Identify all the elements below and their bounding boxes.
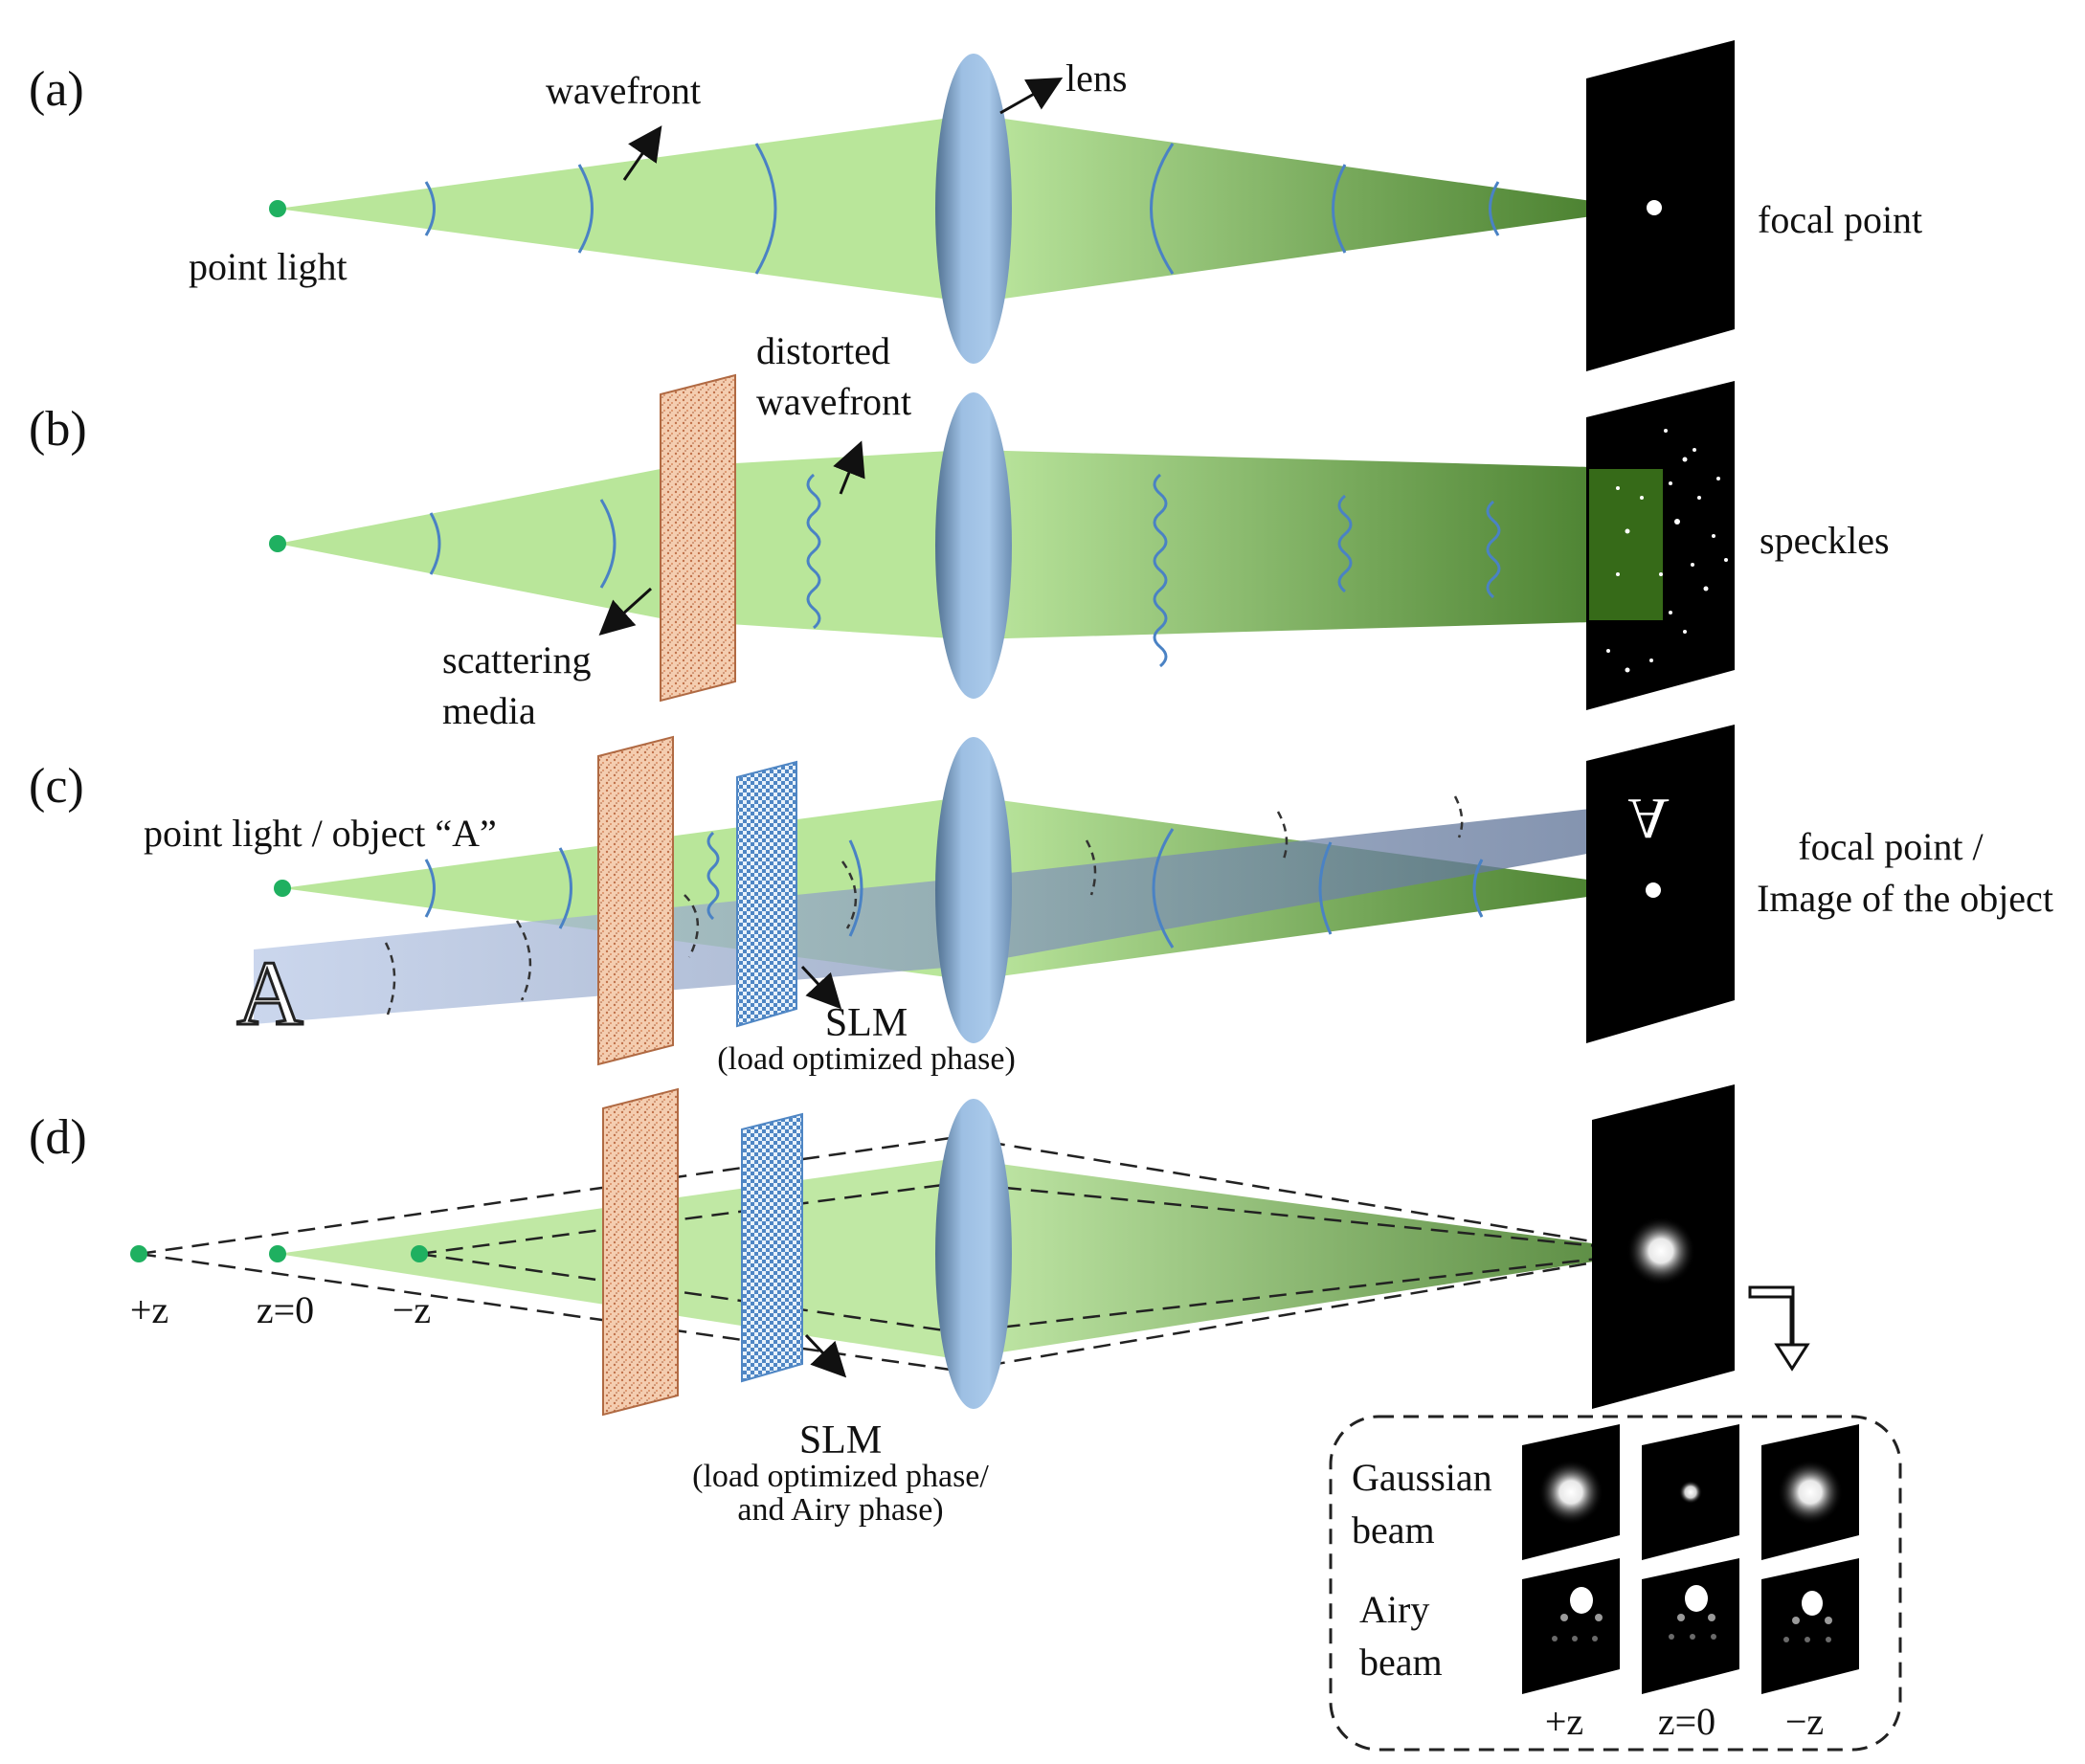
object-wavefronts-c [384,795,1464,1016]
glow-spot-d [1626,1217,1695,1285]
lens-b [935,392,1012,699]
beam-comparison-inset: Gaussian beam Airy beam [1329,1415,1902,1752]
slm-label-c: SLM [825,1001,908,1045]
distorted-wave-3 [1337,494,1353,593]
lens-arrow-a [999,78,1064,115]
point-light-b [269,535,286,552]
focal-point-c [1646,882,1661,898]
speckles-label: speckles [1760,519,1890,562]
lens-label-a: lens [1065,56,1127,100]
airy-label-2: beam [1359,1641,1443,1684]
wavefront-label-a: wavefront [546,69,701,112]
scattering-label-2: media [442,689,536,732]
gaussian-row [1522,1424,1859,1560]
result-label-c-2: Image of the object [1757,877,2053,920]
airy-label-1: Airy [1359,1588,1429,1631]
slm-d [741,1112,803,1383]
lens-c [935,737,1012,1043]
slm-note-d-2: and Airy phase) [737,1492,943,1528]
panel-a-tag: (a) [29,62,84,117]
distorted-arrow-b [833,440,865,495]
distorted-wave-1 [806,473,821,630]
slm-note-d-1: (load optimized phase/ [692,1459,989,1494]
airy-tile-minus-z [1761,1558,1859,1694]
panel-b: (b) distorted wavefront [29,329,1890,732]
focal-point-a [1647,200,1662,215]
wavefront-arrow-a [622,125,662,181]
source-label-c: point light / object “A” [144,812,497,855]
distorted-label-2: wavefront [756,380,911,423]
slm-c [736,760,797,1028]
gaussian-label-1: Gaussian [1352,1456,1492,1499]
beam-d-right [957,1158,1656,1359]
speckle-beam-b [1589,469,1663,620]
slm-note-c: (load optimized phase) [717,1041,1016,1077]
screen-c [1586,725,1735,1043]
source-plus-z [130,1245,147,1262]
inset-col-plus-z: +z [1545,1700,1583,1743]
z-label-plus: +z [130,1288,168,1331]
inset-col-minus-z: −z [1785,1700,1824,1743]
panel-c: (c) A A poin [29,725,2053,1077]
z-label-zero: z=0 [257,1288,314,1331]
z-label-minus: −z [392,1288,431,1331]
scattering-media-b [660,373,736,703]
airy-row [1522,1558,1859,1694]
gaussian-label-2: beam [1352,1508,1435,1552]
beam-a-right [976,115,1647,302]
point-light-label-a: point light [189,245,348,288]
beam-a-left [278,115,972,302]
point-light-c [274,880,291,897]
wavefronts-a [424,143,1500,275]
scattering-media-d [602,1087,679,1417]
scattering-media-c [597,735,674,1066]
focal-point-label-a: focal point [1758,198,1922,241]
scatter-arrow-b [598,587,653,636]
inset-col-z0: z=0 [1658,1700,1715,1743]
wavefronts-b [429,473,1501,668]
distorted-label-1: distorted [756,329,890,372]
lens-d [935,1099,1012,1409]
result-label-c-1: focal point / [1798,825,1984,868]
panel-c-tag: (c) [29,759,84,814]
panel-b-tag: (b) [29,402,87,457]
wavefronts-c [424,828,1484,949]
speckles-b [1606,429,1728,673]
point-light-a [269,200,286,217]
scattering-label-1: scattering [442,638,592,681]
beam-b-right [972,450,1661,639]
object-image-c: A [1627,787,1669,850]
object-a-c: A [236,942,303,1044]
slm-label-d: SLM [799,1418,882,1463]
source-minus-z [411,1245,428,1262]
lens-a [935,54,1012,364]
panel-d-tag: (d) [29,1110,87,1165]
distorted-wave-2 [1153,473,1168,668]
panel-a: (a) wavefront lens point light focal poi… [29,40,1922,371]
distorted-wave-4 [1486,500,1501,599]
panel-d: (d) +z z=0 −z SLM (load optimized phase/… [29,1084,1902,1752]
beam-b-left [278,467,670,620]
slm-arrow-c [800,965,842,1010]
down-arrow-icon [1748,1285,1810,1372]
inset-frame [1329,1415,1902,1752]
airy-tile-plus-z [1522,1558,1620,1694]
airy-tile-z0 [1642,1558,1739,1694]
slm-arrow-d [804,1333,847,1378]
source-z0 [269,1245,286,1262]
